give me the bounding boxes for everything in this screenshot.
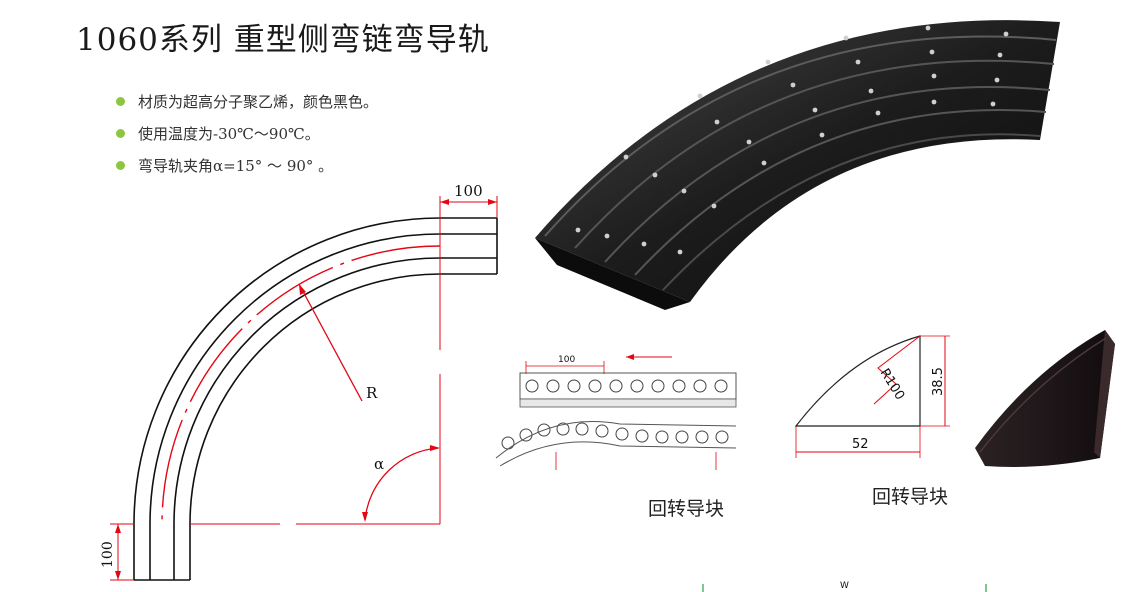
block-caption: 回转导块 xyxy=(872,486,949,508)
block-photo xyxy=(975,330,1115,467)
curved-guide-drawing xyxy=(110,196,498,581)
page-title: 1060系列 重型侧弯链弯导轨 xyxy=(76,22,490,58)
spec-item: 弯导轨夹角α=15° ～ 90° 。 xyxy=(112,154,378,186)
guide-outline xyxy=(133,217,497,580)
bullet-icon xyxy=(116,129,125,138)
guide-rail-photo xyxy=(535,20,1060,310)
guide-outline xyxy=(173,257,497,580)
angle-arc xyxy=(364,447,439,521)
spec-item: 材质为超高分子聚乙烯，颜色黑色。 xyxy=(112,90,378,122)
guide-outline xyxy=(189,273,497,580)
footer-width-label: W xyxy=(840,581,849,591)
block-drawing xyxy=(794,335,950,458)
spec-item: 使用温度为-30℃～90℃。 xyxy=(112,122,378,154)
top-width-label: 100 xyxy=(454,182,483,200)
footer-marks xyxy=(702,584,987,592)
bottom-width-label: 100 xyxy=(100,541,116,568)
chain-width-label: 100 xyxy=(558,355,575,365)
bullet-icon xyxy=(116,97,125,106)
radius-label: R xyxy=(366,384,378,402)
guide-outline xyxy=(149,233,497,580)
spec-text: 弯导轨夹角α=15° ～ 90° 。 xyxy=(138,157,334,175)
block-outline xyxy=(794,335,921,427)
block-base-label: 52 xyxy=(852,437,869,452)
spec-text: 材质为超高分子聚乙烯，颜色黑色。 xyxy=(138,93,379,111)
spec-text: 使用温度为-30℃～90℃。 xyxy=(138,125,320,143)
angle-label: α xyxy=(374,455,384,473)
block-height-label: 38.5 xyxy=(931,367,946,396)
center-line xyxy=(161,245,441,525)
radius-line xyxy=(873,335,921,405)
chain-caption: 回转导块 xyxy=(648,498,725,520)
spec-list: 材质为超高分子聚乙烯，颜色黑色。 使用温度为-30℃～90℃。 弯导轨夹角α=1… xyxy=(112,90,378,186)
chain-drawing xyxy=(495,354,737,470)
radius-line xyxy=(298,283,363,402)
bullet-icon xyxy=(116,161,125,170)
